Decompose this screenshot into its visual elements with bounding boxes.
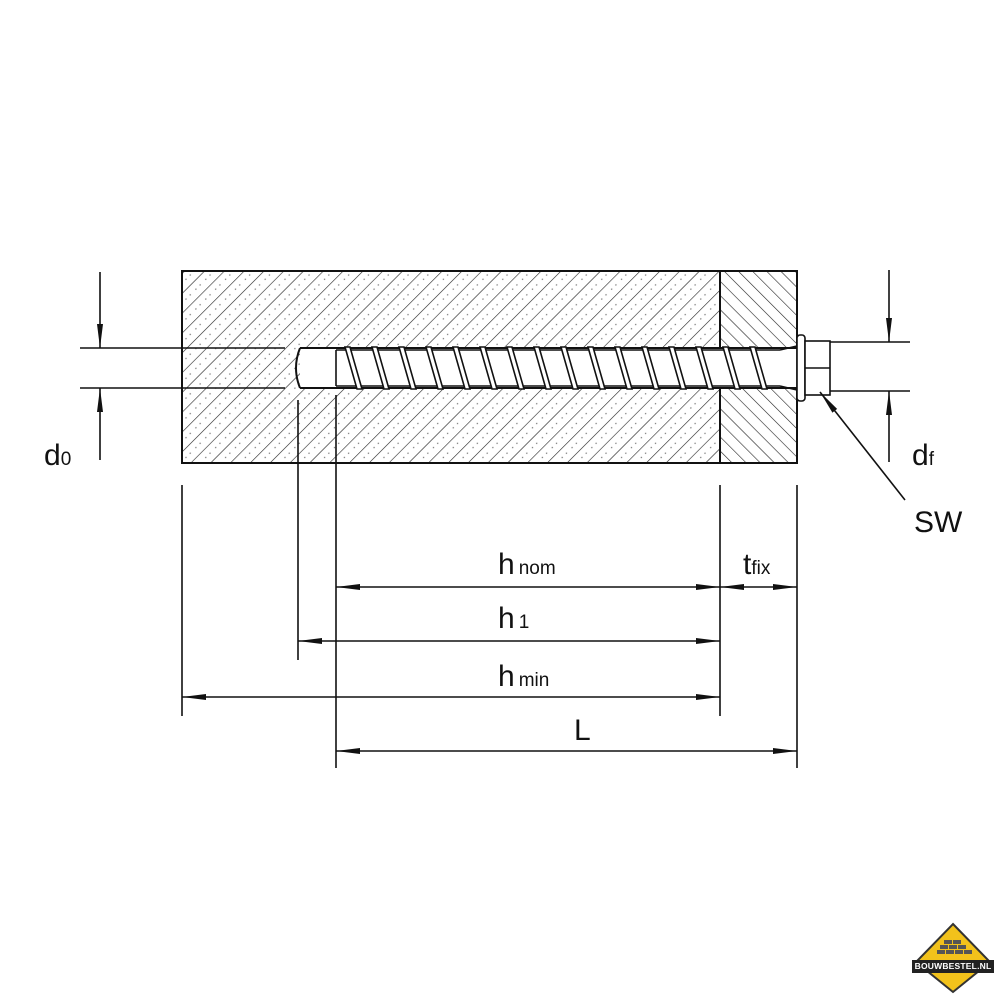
label-tfix: tfix	[743, 548, 771, 581]
screw-thread	[370, 346, 391, 390]
screw-thread	[424, 346, 445, 390]
bouwbestel-logo: BOUWBESTEL.NL	[912, 922, 994, 994]
label-sw: SW	[914, 506, 963, 539]
label-d0: d0	[44, 439, 71, 472]
logo-text: BOUWBESTEL.NL	[912, 960, 994, 973]
sw-leader	[819, 391, 906, 501]
warning-sign-icon	[914, 922, 992, 994]
screw-thread	[532, 346, 553, 390]
label-L: L	[574, 714, 591, 747]
screw-thread	[613, 346, 634, 390]
screw-thread	[559, 346, 580, 390]
screw-thread	[748, 346, 769, 390]
screw-thread	[343, 346, 364, 390]
screw-thread	[694, 346, 715, 390]
screw-thread	[667, 346, 688, 390]
screw-thread	[451, 346, 472, 390]
label-df: df	[912, 439, 935, 472]
screw-thread	[505, 346, 526, 390]
screw-thread	[640, 346, 661, 390]
screw	[335, 334, 831, 402]
screw-thread	[397, 346, 418, 390]
screw-thread	[586, 346, 607, 390]
screw-thread	[721, 346, 742, 390]
screw-thread	[478, 346, 499, 390]
